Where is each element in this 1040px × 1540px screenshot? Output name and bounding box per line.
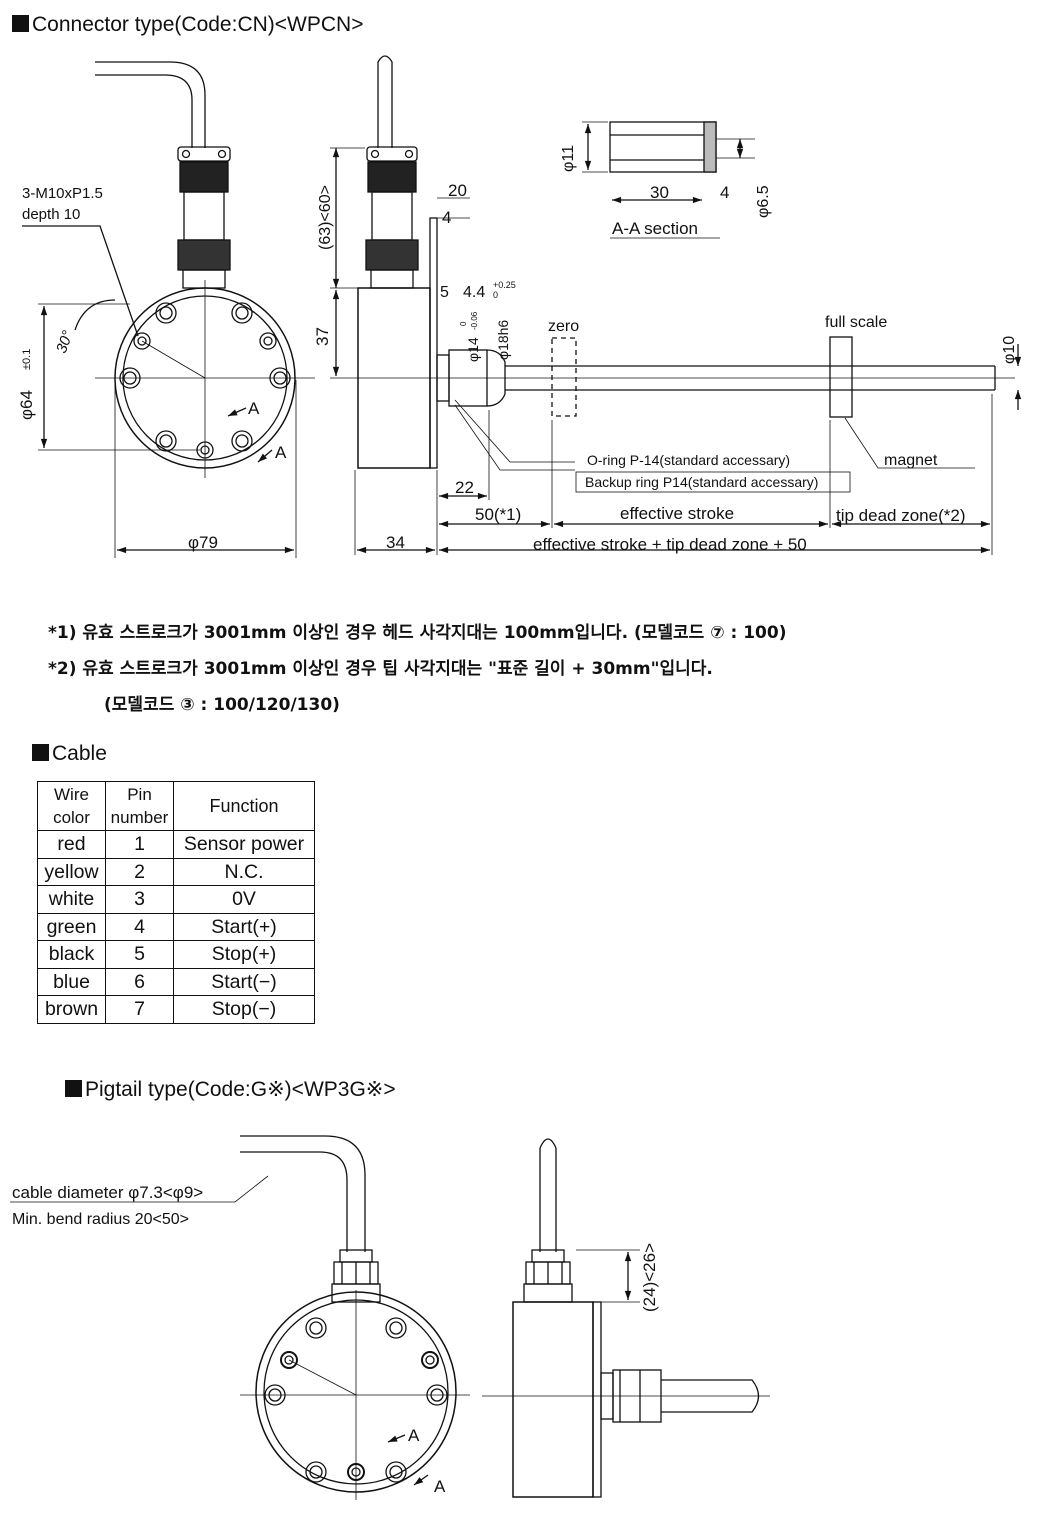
dia-64-label: φ64 — [17, 390, 36, 420]
oring-label: O-ring P-14(standard accessary) — [587, 452, 790, 468]
angle-label: 30° — [53, 328, 77, 355]
section-marker-a-2: A — [275, 443, 287, 462]
dim-14: φ14 — [465, 337, 481, 362]
note-3: (모델코드 ③ : 100/120/130) — [104, 695, 340, 715]
dim-4-4-tol-lower: 0 — [493, 290, 498, 300]
note-2: *2) 유효 스트로크가 3001mm 이상인 경우 팁 사각지대는 "표준 길… — [48, 659, 713, 679]
dim-4-4: 4.4 — [463, 284, 485, 301]
square-bullet-icon — [65, 1080, 82, 1097]
dim-50: 50(*1) — [475, 505, 521, 524]
dim-14-tol-lower: -0.06 — [470, 311, 479, 330]
dim-18h6: φ18h6 — [495, 320, 511, 360]
dim-14-tol-upper: 0 — [459, 321, 468, 326]
square-bullet-icon — [32, 744, 49, 761]
section-dia-6-5: φ6.5 — [755, 185, 772, 218]
section-marker-a-1: A — [248, 399, 260, 418]
zero-label: zero — [548, 318, 579, 335]
dim-24-26: (24)<26> — [640, 1243, 659, 1312]
section-dia-11: φ11 — [560, 145, 577, 172]
section-label: A-A section — [612, 219, 698, 238]
square-bullet-icon — [12, 15, 29, 32]
effective-stroke-label: effective stroke — [620, 504, 734, 523]
thread-note-2: depth 10 — [22, 206, 80, 223]
full-scale-label: full scale — [825, 314, 887, 331]
pigtail-type-drawing: cable diameter φ7.3<φ9> Min. bend radius… — [10, 1135, 770, 1500]
dim-20: 20 — [448, 181, 467, 200]
dim-4-4-tol-upper: +0.25 — [493, 280, 516, 290]
dim-34: 34 — [386, 533, 405, 552]
tip-dead-zone-label: tip dead zone(*2) — [836, 506, 965, 525]
note-1: *1) 유효 스트로크가 3001mm 이상인 경우 헤드 사각지대는 100m… — [48, 623, 787, 643]
section-marker-a-3: A — [408, 1426, 420, 1445]
dim-5: 5 — [440, 284, 449, 301]
connector-type-title: Connector type(Code:CN)<WPCN> — [12, 13, 363, 37]
dim-63-60: (63)<60> — [317, 185, 334, 250]
pigtail-type-title: Pigtail type(Code:G※)<WP3G※> — [65, 1077, 396, 1102]
dim-22: 22 — [455, 478, 474, 497]
cable-title: Cable — [32, 742, 107, 766]
cable-diameter-label: cable diameter φ7.3<φ9> — [12, 1183, 203, 1202]
dia-10-label: φ10 — [1001, 336, 1018, 364]
connector-type-drawing: 3-M10xP1.5 depth 10 30° φ64 ±0.1 φ79 A A… — [17, 55, 1022, 558]
dia-79-label: φ79 — [188, 533, 218, 552]
section-marker-a-4: A — [434, 1477, 446, 1496]
section-dim-4: 4 — [720, 183, 729, 202]
backup-ring-label: Backup ring P14(standard accessary) — [585, 474, 818, 490]
total-length-label: effective stroke + tip dead zone + 50 — [533, 535, 807, 554]
bend-radius-label: Min. bend radius 20<50> — [12, 1211, 189, 1228]
magnet-label: magnet — [884, 452, 938, 469]
section-dim-30: 30 — [650, 183, 669, 202]
header-function: Function — [173, 781, 315, 831]
dim-37: 37 — [313, 327, 332, 346]
thread-note-1: 3-M10xP1.5 — [22, 185, 103, 202]
dia-64-tolerance: ±0.1 — [21, 349, 33, 370]
dim-4: 4 — [442, 208, 451, 227]
